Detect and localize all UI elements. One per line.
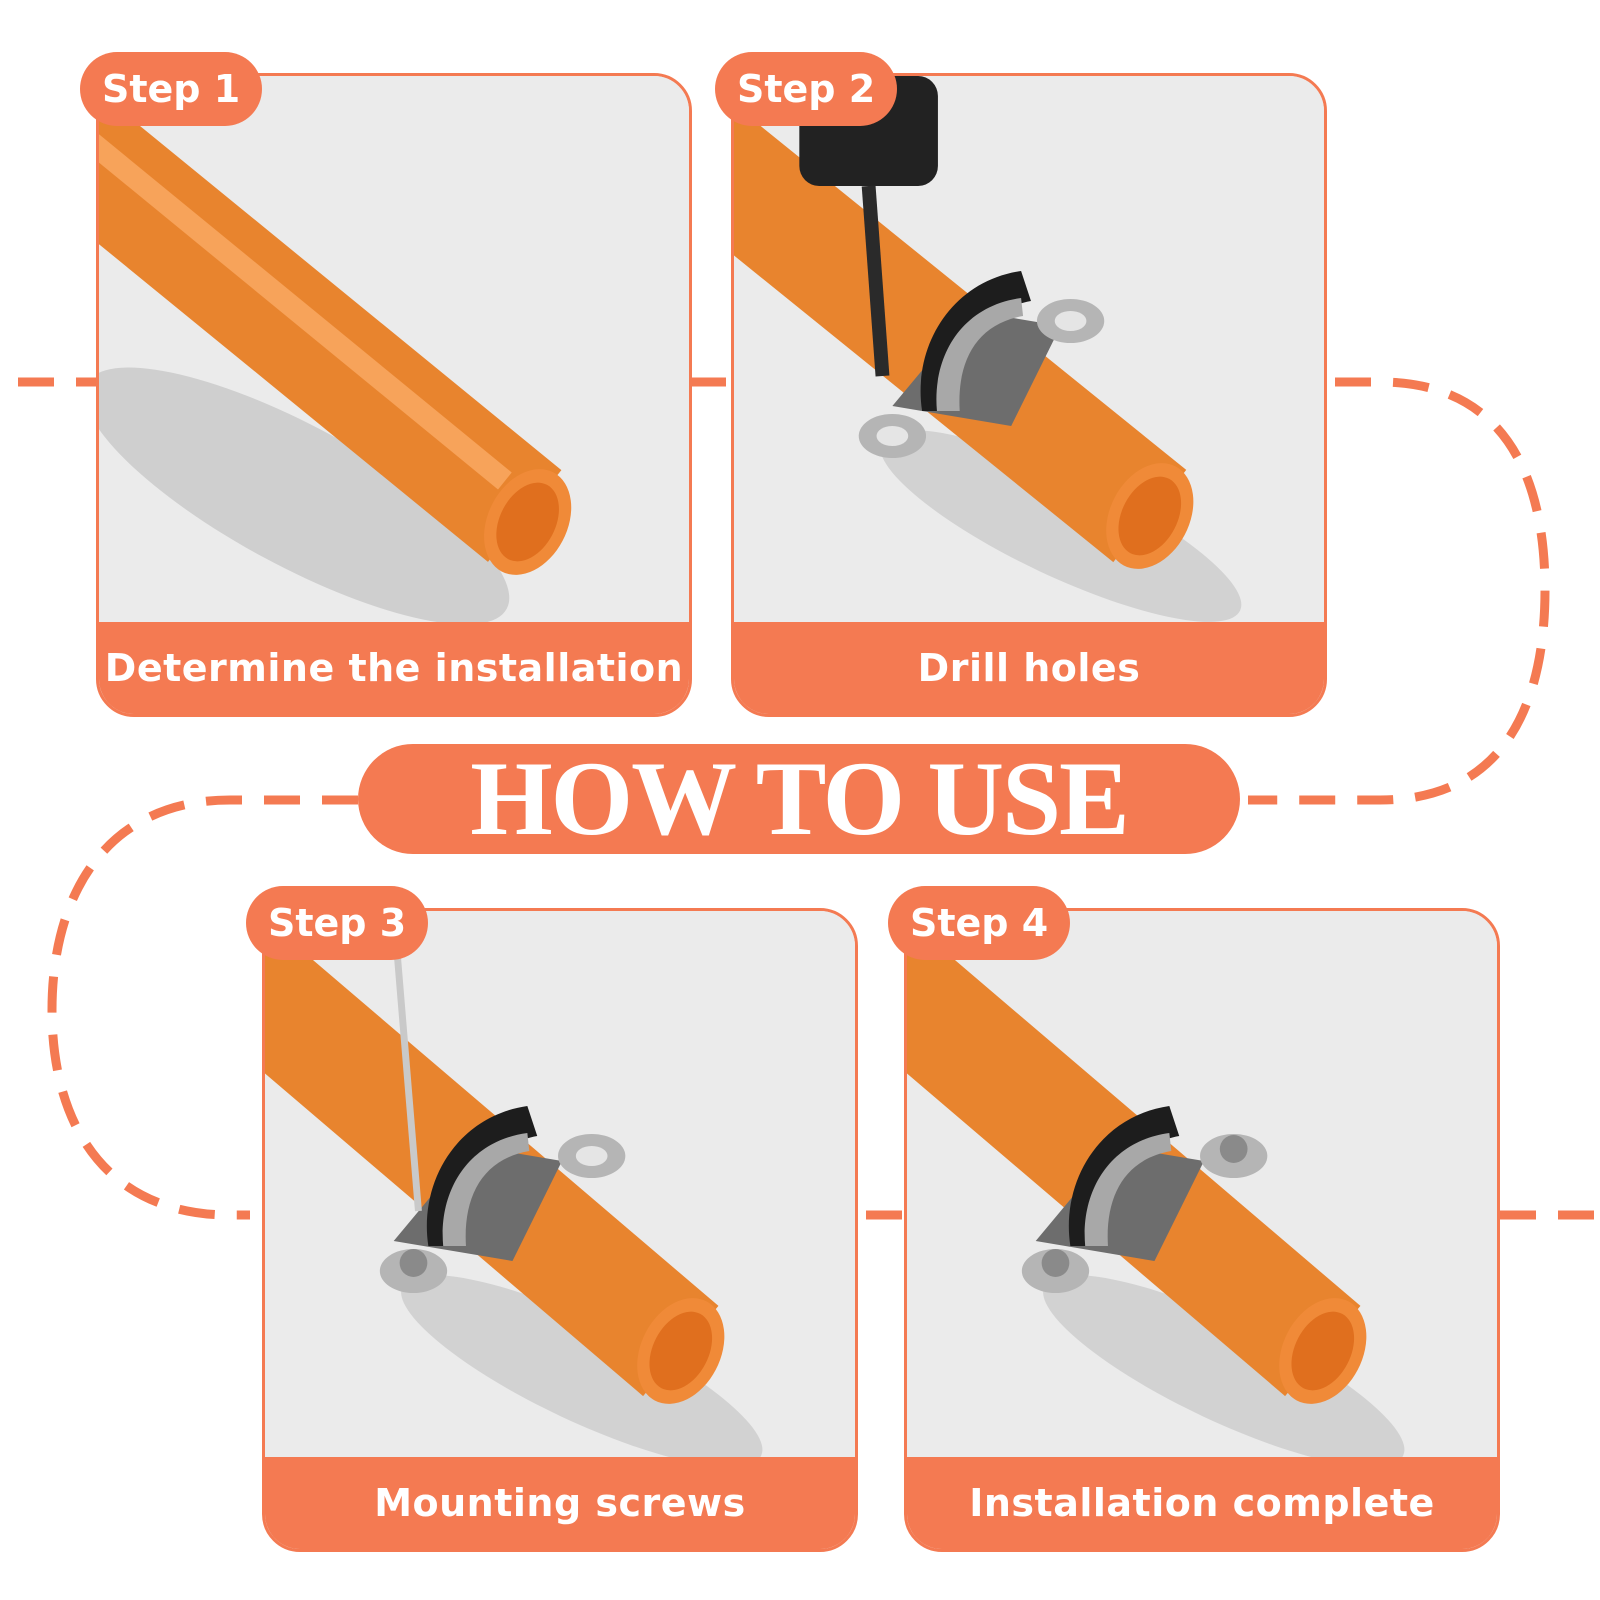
step-3-card: Mounting screws: [262, 908, 858, 1552]
step-3-badge: Step 3: [246, 886, 429, 960]
how-to-use-banner: HOW TO USE: [358, 744, 1240, 854]
step-2-badge: Step 2: [715, 52, 898, 126]
step-2-card: Drill holes: [731, 73, 1327, 717]
page-title: HOW TO USE: [470, 740, 1130, 857]
step-4-badge: Step 4: [888, 886, 1071, 960]
step-1-photo: [99, 76, 689, 628]
step-1-caption: Determine the installation: [99, 622, 689, 714]
step-2-caption: Drill holes: [734, 622, 1324, 714]
step-1-card: Determine the installation: [96, 73, 692, 717]
step-2-photo: [734, 76, 1324, 628]
step-4-photo: [907, 911, 1497, 1463]
step-4-card: Installation complete: [904, 908, 1500, 1552]
step-1-badge: Step 1: [80, 52, 263, 126]
step-4-caption: Installation complete: [907, 1457, 1497, 1549]
step-3-photo: [265, 911, 855, 1463]
step-3-caption: Mounting screws: [265, 1457, 855, 1549]
